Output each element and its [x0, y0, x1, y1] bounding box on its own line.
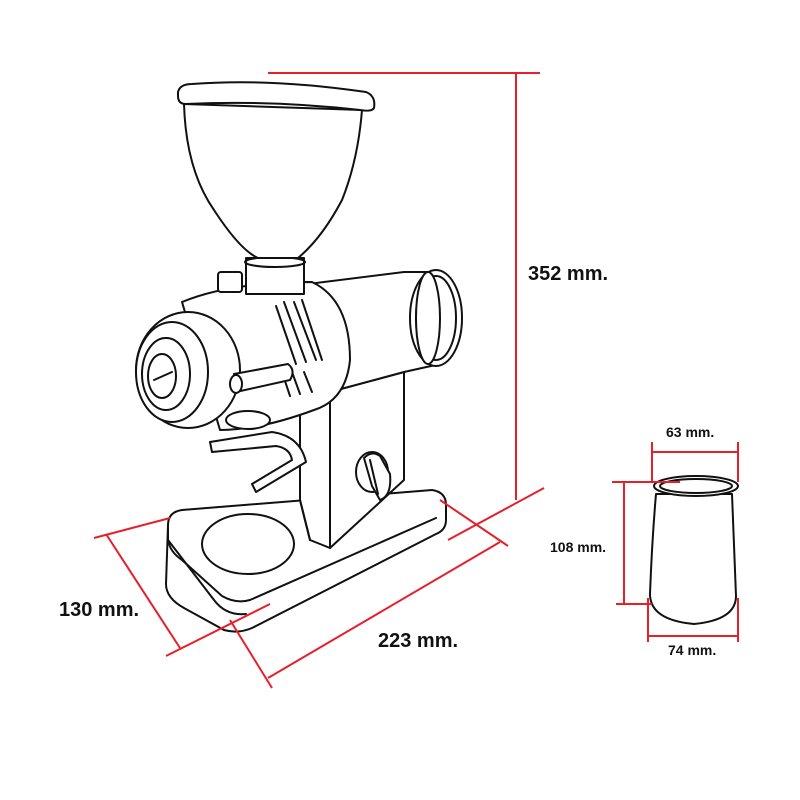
dimension-lines-grinder [93, 72, 545, 689]
motor-barrel [259, 269, 463, 401]
grinder-base [165, 489, 447, 633]
side-knob-icon [355, 451, 392, 501]
hopper-lid [177, 81, 376, 112]
dosing-cup [649, 475, 739, 625]
width-dimension-label: 223 mm. [378, 630, 459, 652]
dimension-lines-cup [612, 442, 739, 642]
height-dimension-label: 352 mm. [528, 263, 609, 285]
cup-rest-circle [201, 513, 295, 575]
cup-bottom-width-label: 74 mm. [668, 642, 717, 658]
depth-dimension-label: 130 mm. [59, 599, 140, 621]
cup-top-width-label: 63 mm. [666, 424, 715, 440]
burr-housing [135, 281, 351, 431]
portafilter-fork [209, 410, 307, 493]
cup-height-label: 108 mm. [550, 539, 607, 555]
hopper [177, 81, 376, 295]
